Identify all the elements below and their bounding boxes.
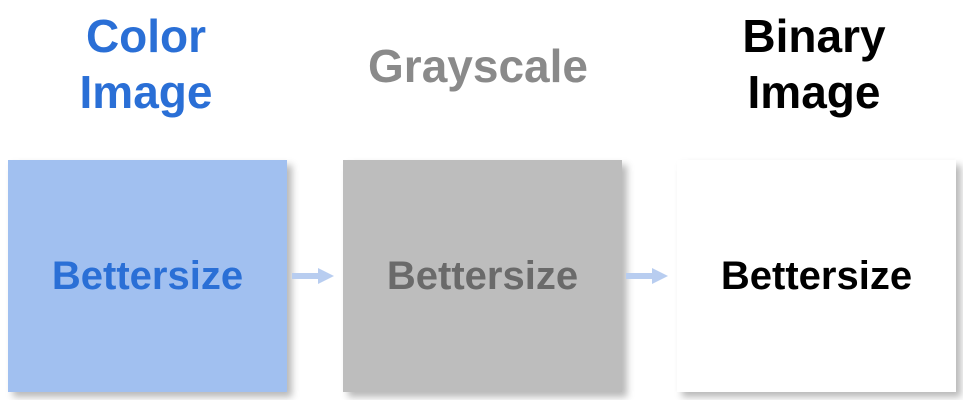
arrow-right-icon: [292, 268, 334, 284]
grayscale-heading-line1: Grayscale: [368, 40, 588, 92]
binary-image-panel: Bettersize: [677, 160, 956, 392]
color-image-heading-line2: Image: [79, 66, 213, 118]
color-image-panel: Bettersize: [8, 160, 287, 392]
color-image-label: Bettersize: [51, 254, 244, 298]
grayscale-label: Bettersize: [386, 254, 579, 298]
binary-image-heading: Binary Image: [664, 8, 963, 120]
color-image-heading-line1: Color: [85, 10, 207, 62]
arrow-right-icon: [626, 268, 668, 284]
binary-image-heading-line2: Image: [747, 66, 881, 118]
grayscale-heading: Grayscale: [328, 38, 628, 94]
binary-image-label: Bettersize: [720, 254, 913, 298]
color-image-heading: Color Image: [0, 8, 296, 120]
binary-image-heading-line1: Binary: [742, 10, 886, 62]
grayscale-panel: Bettersize: [343, 160, 622, 392]
